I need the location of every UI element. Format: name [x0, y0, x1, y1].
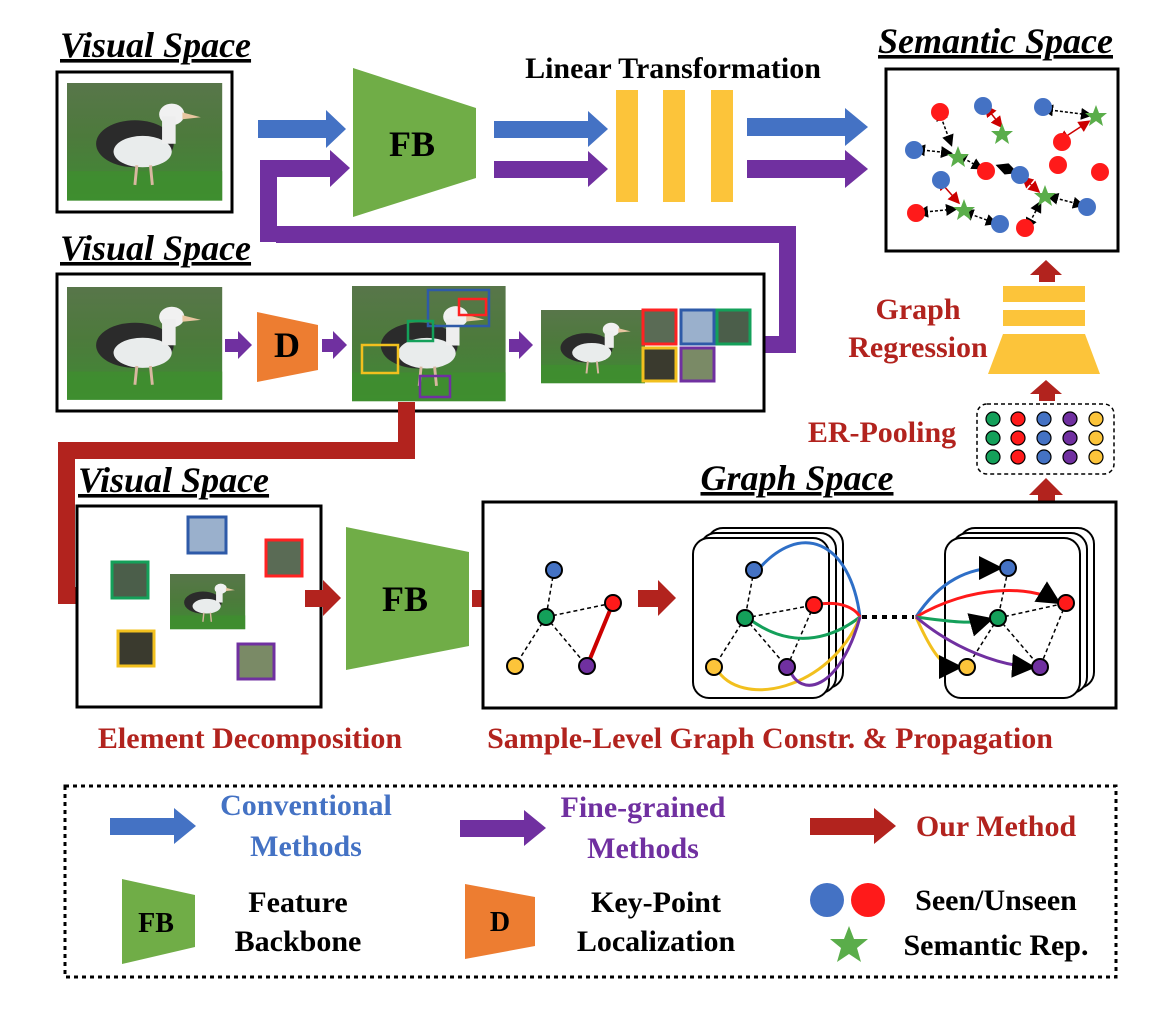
legend-conventional-1: Conventional	[220, 789, 392, 822]
element-decomposition-label: Element Decomposition	[98, 722, 402, 755]
legend-d-icon	[465, 884, 535, 959]
d-mid-label: D	[274, 325, 300, 365]
red-up-arrow-2	[1030, 380, 1062, 401]
legend-feature-1: Feature	[248, 886, 347, 919]
graph-regression-label-2: Regression	[848, 331, 988, 364]
linear-bar-3	[711, 90, 733, 202]
purple-arrow-mid-2	[322, 331, 347, 359]
purple-arrow-mid-3	[509, 331, 533, 359]
red-arrow-bottom-3	[638, 580, 676, 616]
red-up-arrow-1	[1030, 260, 1062, 282]
graph-constr-label: Sample-Level Graph Constr. & Propagation	[487, 722, 1053, 755]
fb-bottom-label: FB	[382, 579, 428, 619]
purple-arrow-2	[494, 151, 608, 187]
legend-seen-node	[810, 883, 844, 917]
initial-graph	[506, 561, 622, 675]
title-visual-space-top: Visual Space	[60, 25, 251, 65]
blue-arrow-2	[494, 111, 608, 147]
legend-our-method: Our Method	[916, 810, 1077, 843]
graph-regression-label-1: Graph	[875, 293, 960, 326]
blue-arrow-1	[258, 110, 346, 148]
legend-seen-unseen: Seen/Unseen	[915, 884, 1077, 917]
title-semantic-space: Semantic Space	[878, 21, 1113, 61]
keypoint-boxes	[360, 288, 491, 399]
graph-regression-block	[988, 286, 1100, 374]
legend-red-arrow	[810, 808, 896, 844]
propagation-card-2	[914, 527, 1095, 699]
er-pooling-nodes	[985, 411, 1104, 465]
bird-image-mid-3	[540, 309, 646, 385]
legend-keypoint-2: Localization	[577, 925, 736, 958]
legend-unseen-node	[851, 883, 885, 917]
fb-top-label: FB	[389, 124, 435, 164]
blue-arrow-3	[747, 108, 868, 146]
legend-fb-icon	[122, 879, 195, 964]
title-visual-space-mid: Visual Space	[60, 228, 251, 268]
legend-d-icon-label: D	[490, 907, 510, 938]
linear-bar-1	[616, 90, 638, 202]
er-pooling-box	[976, 403, 1115, 475]
linear-bar-2	[663, 90, 685, 202]
propagation-card-1	[692, 527, 862, 699]
detector-mid	[257, 312, 318, 382]
semantic-scatter	[905, 97, 1109, 237]
legend-finegrained-1: Fine-grained	[561, 791, 726, 824]
purple-feedback-path	[260, 150, 796, 353]
legend-feature-2: Backbone	[235, 925, 362, 958]
legend-conventional-2: Methods	[250, 830, 362, 863]
legend-finegrained-2: Methods	[587, 832, 699, 865]
feature-backbone-top	[353, 68, 476, 217]
purple-arrow-3	[747, 150, 868, 188]
legend-purple-arrow	[460, 810, 546, 846]
bird-image-mid-1	[65, 285, 224, 402]
title-graph-space: Graph Space	[700, 458, 893, 498]
feature-backbone-bottom	[346, 527, 469, 670]
top-visual-frame	[55, 70, 234, 214]
linear-transformation-label: Linear Transformation	[525, 52, 821, 85]
decomposed-elements	[110, 515, 304, 681]
legend-blue-arrow	[110, 808, 196, 844]
legend-fb-icon-label: FB	[138, 908, 174, 939]
er-pooling-label: ER-Pooling	[808, 416, 956, 449]
legend-keypoint-1: Key-Point	[591, 886, 721, 919]
red-arrow-bottom-1	[305, 580, 341, 616]
legend-frame	[63, 784, 1118, 979]
part-crops-mid	[641, 308, 752, 383]
purple-arrow-mid-1	[225, 331, 252, 359]
legend-semantic-rep: Semantic Rep.	[904, 929, 1089, 962]
legend-star-icon	[830, 926, 868, 962]
bird-image-top	[65, 81, 224, 203]
title-visual-space-bottom: Visual Space	[78, 460, 269, 500]
